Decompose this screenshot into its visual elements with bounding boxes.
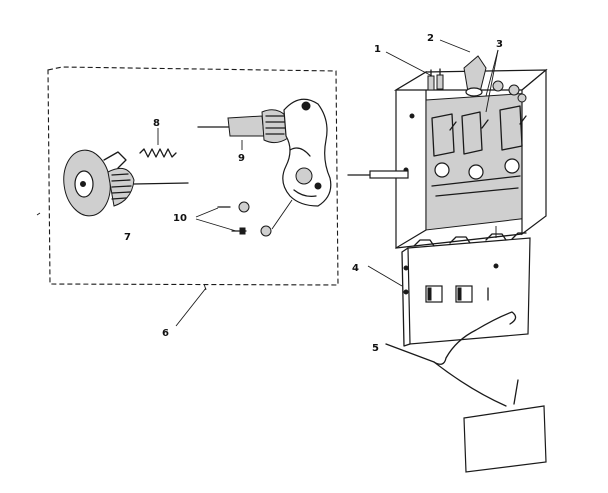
- wire-harness: [385, 311, 519, 407]
- cover-plate: [367, 226, 531, 347]
- callout-6: 6: [162, 328, 169, 339]
- shaft-and-cam-plate: [197, 98, 332, 207]
- callout-9: 9: [238, 153, 245, 164]
- toggle-lever: [439, 39, 487, 97]
- switch-box: [347, 68, 548, 250]
- callout-1: 1: [374, 44, 381, 55]
- timer-assembly-outline: [36, 66, 339, 286]
- callout-4: 4: [352, 263, 359, 274]
- callout-3: 3: [496, 39, 503, 50]
- callout-10: 10: [173, 213, 187, 224]
- screws: [195, 199, 293, 237]
- callout-8: 8: [153, 118, 160, 129]
- callout-2: 2: [427, 33, 434, 44]
- callout-7: 7: [124, 232, 131, 243]
- label-card: [463, 405, 547, 473]
- callout-5: 5: [372, 343, 379, 354]
- timer-dial: [63, 149, 189, 217]
- leader-lines: [385, 49, 499, 113]
- spring: [139, 128, 177, 158]
